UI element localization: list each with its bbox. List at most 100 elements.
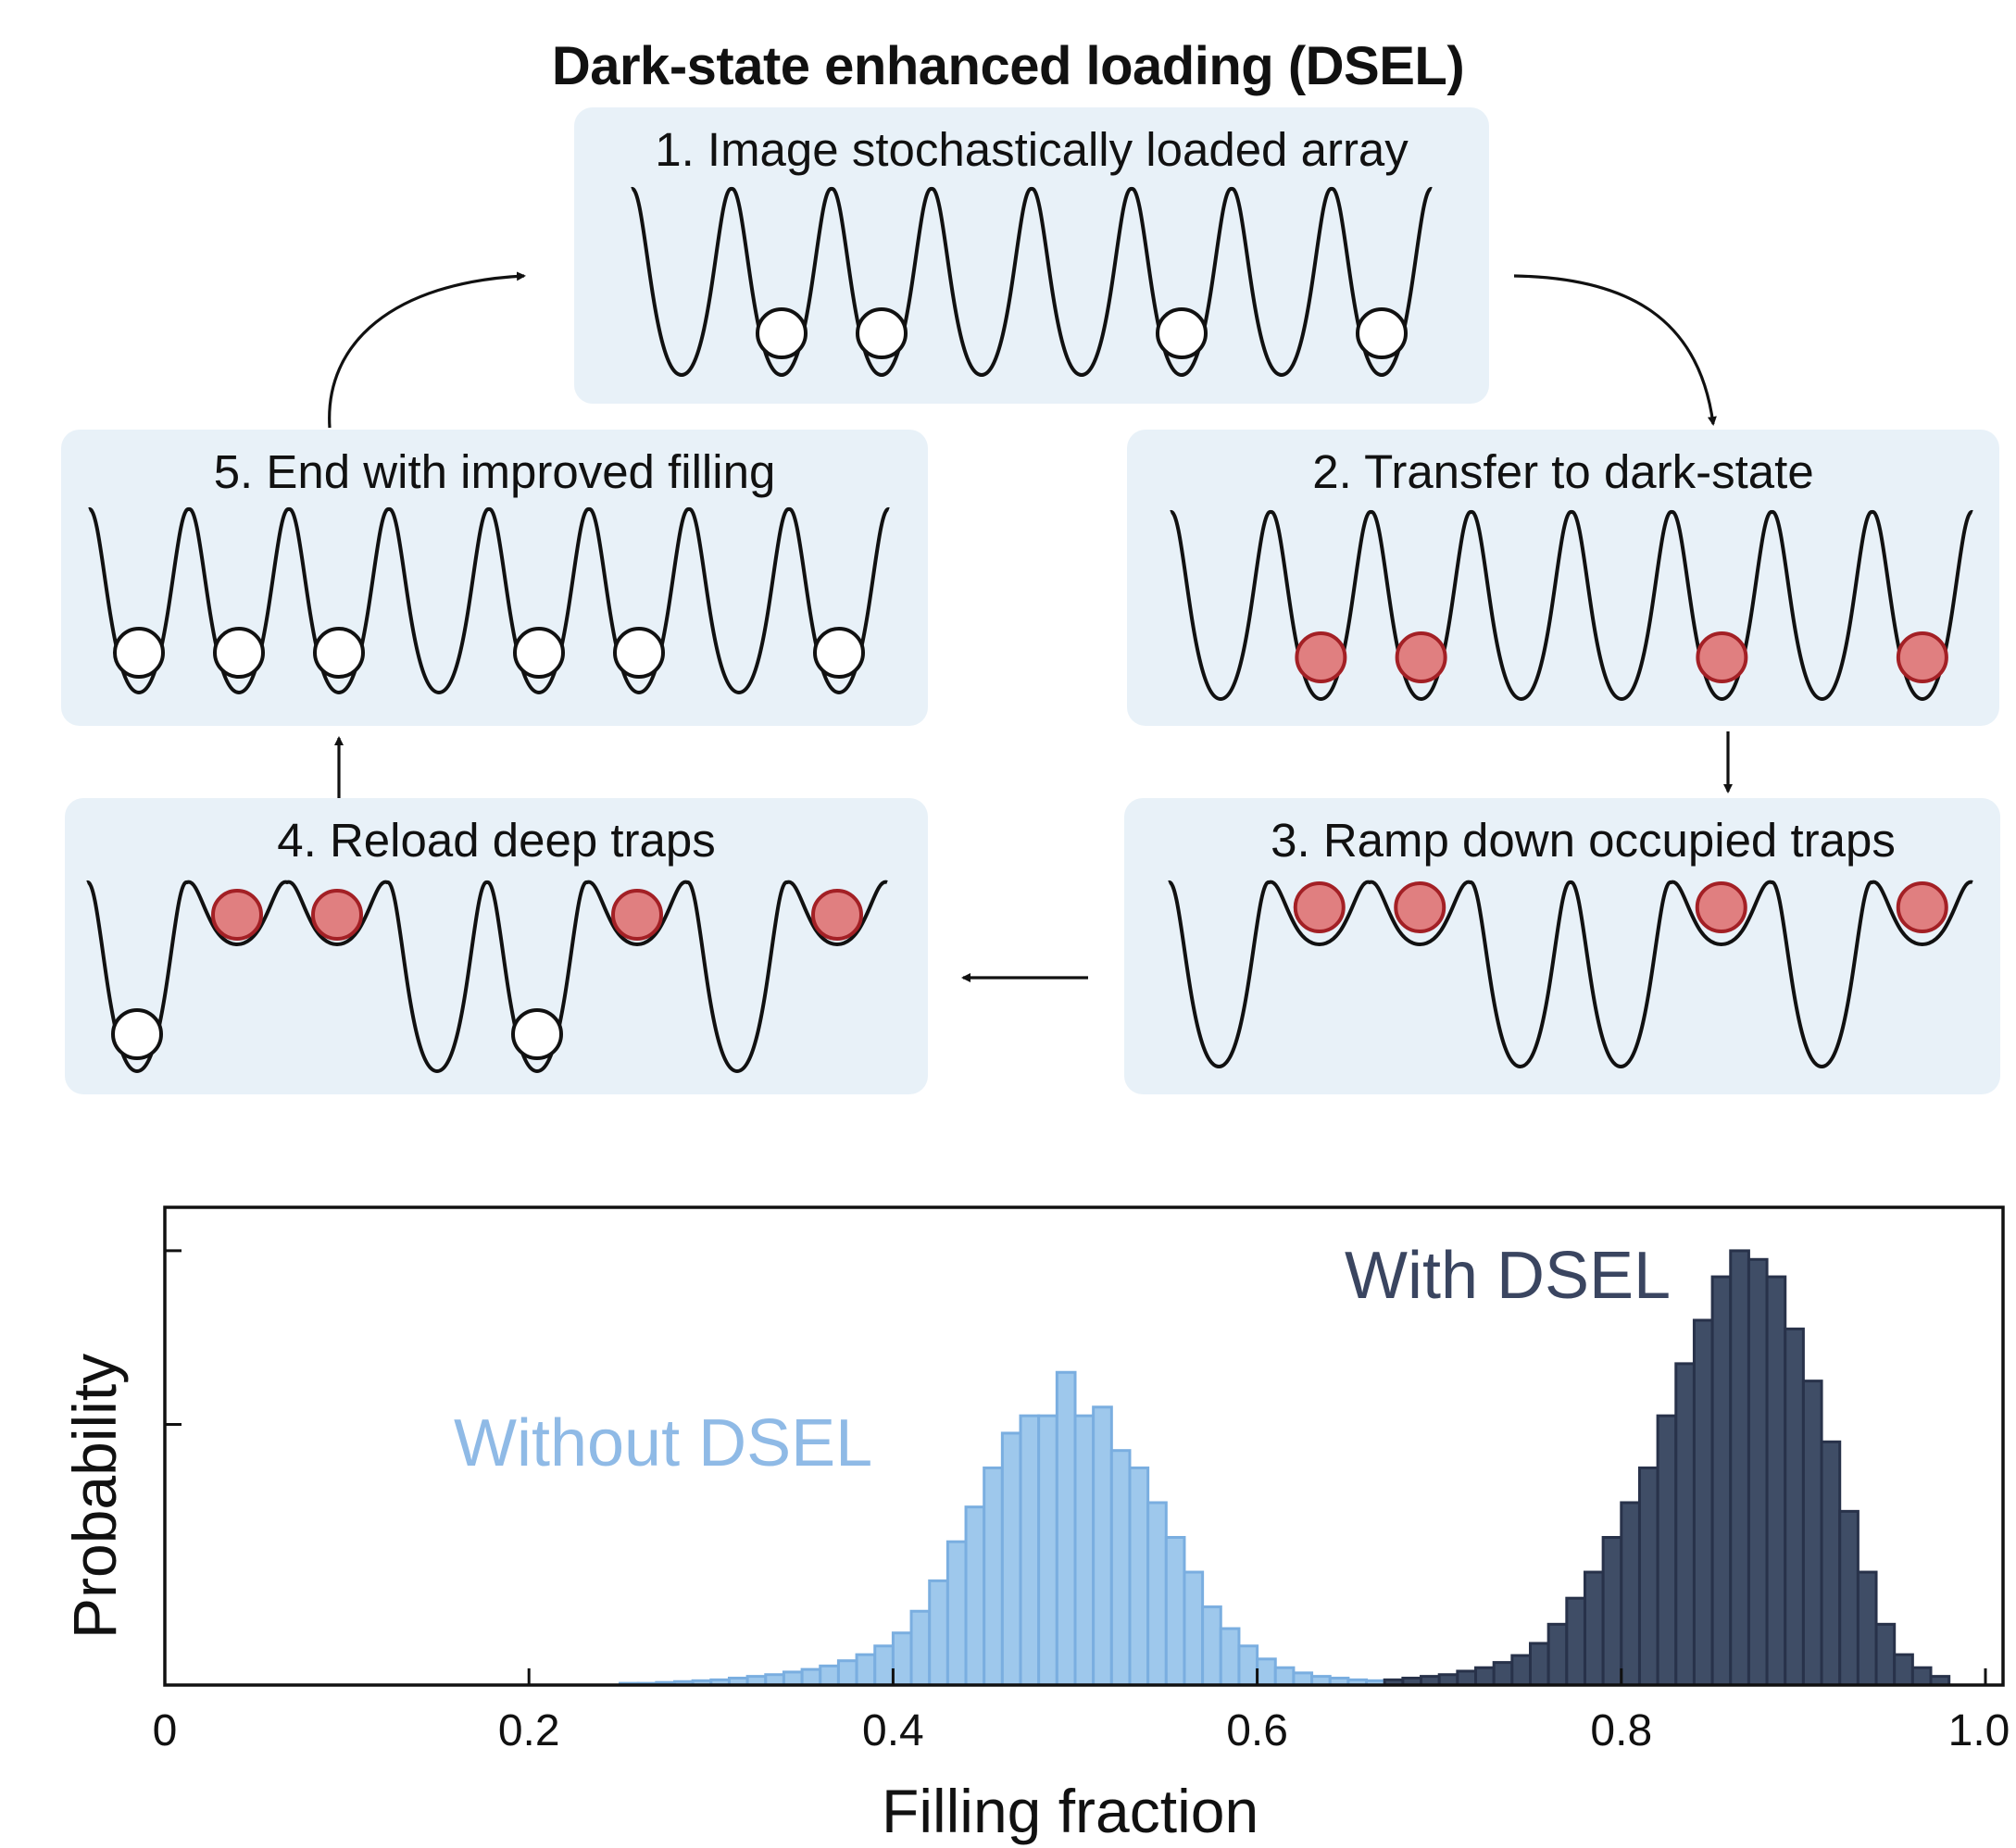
histogram-bar-with-15: [1656, 1414, 1678, 1687]
series-label-without: Without DSEL: [454, 1406, 873, 1480]
figure-title: Dark-state enhanced loading (DSEL): [551, 36, 1465, 96]
atom-step5-5: [813, 627, 865, 679]
potential-step-5: [87, 506, 891, 695]
atom-step1-2: [1156, 307, 1208, 359]
atom-step2-0: [1295, 631, 1347, 683]
histogram-bar-without-31: [1183, 1570, 1205, 1687]
histogram-bar-without-32: [1201, 1605, 1222, 1687]
histogram-bar-without-16: [909, 1609, 932, 1687]
histogram-bar-with-27: [1874, 1622, 1897, 1687]
atom-step1-1: [856, 307, 908, 359]
histogram-bar-without-33: [1219, 1627, 1241, 1687]
histogram-bar-without-15: [891, 1631, 913, 1687]
atom-step5-3: [513, 627, 565, 679]
step-5-label: 5. End with improved filling: [213, 445, 776, 498]
histogram-bar-without-19: [964, 1505, 986, 1687]
histogram-bar-without-29: [1146, 1501, 1168, 1687]
step-panel-1: 1. Image stochastically loaded array: [574, 107, 1489, 404]
atom-step4-dark-3: [811, 889, 863, 941]
trap-diagram: [85, 186, 1974, 1074]
histogram-bar-without-11: [819, 1664, 840, 1687]
atom-step1-3: [1356, 307, 1408, 359]
series-label-with: With DSEL: [1345, 1239, 1672, 1313]
potential-step-2: [1169, 509, 1974, 702]
histogram-bar-with-7: [1510, 1654, 1532, 1687]
histogram-bar-without-28: [1128, 1466, 1150, 1687]
histogram-bar-with-8: [1529, 1642, 1550, 1687]
histogram-bar-with-28: [1893, 1653, 1914, 1687]
step-1-label: 1. Image stochastically loaded array: [655, 123, 1409, 176]
histogram-bar-without-14: [873, 1644, 895, 1687]
plot-frame: [163, 1205, 2005, 1687]
step-panel-3: 3. Ramp down occupied traps: [1124, 798, 2000, 1094]
atom-step1-0: [756, 307, 808, 359]
histogram-bar-with-25: [1838, 1509, 1859, 1687]
step-panel-2: 2. Transfer to dark-state: [1127, 430, 1999, 726]
x-tick-label-1: 0.2: [497, 1706, 560, 1755]
histogram-bar-with-18: [1710, 1275, 1733, 1687]
histogram-bar-without-13: [855, 1653, 877, 1687]
histogram-bar-with-12: [1601, 1536, 1623, 1687]
atom-step5-0: [113, 627, 165, 679]
histogram-bar-with-4: [1456, 1669, 1478, 1687]
histogram-bar-without-10: [800, 1667, 822, 1687]
histogram-bar-with-14: [1637, 1466, 1659, 1687]
atom-step5-1: [213, 627, 265, 679]
atom-step3-1: [1394, 881, 1446, 933]
step-3-label: 3. Ramp down occupied traps: [1271, 814, 1896, 867]
histogram-bar-without-24: [1055, 1370, 1077, 1687]
step-4-label: 4. Reload deep traps: [277, 814, 716, 867]
atom-step3-3: [1896, 881, 1948, 933]
histogram-bar-without-22: [1019, 1414, 1041, 1687]
histogram-bar-without-37: [1292, 1671, 1314, 1687]
histogram-bar-with-22: [1784, 1327, 1805, 1687]
histogram-bar-with-26: [1856, 1570, 1878, 1687]
potential-step-4: [85, 880, 888, 1074]
arrow-5-to-1: [328, 271, 526, 429]
histogram-bar-with-23: [1801, 1380, 1823, 1687]
histogram-bar-without-34: [1237, 1644, 1259, 1687]
histogram-bar-with-10: [1565, 1596, 1586, 1687]
histogram-bar-without-12: [836, 1659, 858, 1687]
potential-step-1: [630, 186, 1434, 378]
histogram-bar-without-25: [1073, 1414, 1096, 1687]
atom-step4-bright-1: [511, 1008, 563, 1060]
histogram-bar-with-16: [1674, 1362, 1696, 1687]
potential-step-3: [1167, 880, 1973, 1069]
step-panel-4: 4. Reload deep traps: [65, 798, 928, 1094]
histogram-bar-without-36: [1273, 1666, 1296, 1687]
atom-step2-2: [1696, 631, 1748, 683]
histogram-bar-with-13: [1620, 1501, 1641, 1687]
histogram-bar-with-29: [1910, 1666, 1933, 1687]
histogram-bar-without-18: [945, 1540, 968, 1687]
arrow-1-to-2: [1513, 274, 1717, 426]
atom-step3-2: [1695, 881, 1747, 933]
histogram-bar-without-23: [1037, 1414, 1058, 1687]
histogram-bar-without-35: [1256, 1657, 1277, 1687]
histogram-bar-with-19: [1729, 1249, 1750, 1687]
histogram-bar-without-17: [928, 1579, 949, 1687]
atom-step3-0: [1293, 881, 1346, 933]
histogram-bar-without-26: [1092, 1405, 1113, 1687]
histogram-bar-without-27: [1109, 1449, 1132, 1687]
atom-step4-bright-0: [111, 1008, 163, 1060]
x-tick-label-0: 0: [152, 1706, 178, 1755]
step-2-label: 2. Transfer to dark-state: [1312, 445, 1814, 498]
histogram-bar-without-30: [1164, 1536, 1186, 1687]
histogram-bar-with-9: [1546, 1622, 1569, 1687]
histogram-bar-without-9: [782, 1670, 804, 1687]
series-with-dsel: [1383, 1249, 1951, 1687]
atom-step4-dark-2: [611, 889, 663, 941]
histogram-bar-with-20: [1747, 1257, 1769, 1687]
histogram-bar-with-6: [1492, 1661, 1514, 1687]
filling-histogram: [163, 1205, 2005, 1687]
histogram-bar-with-5: [1474, 1666, 1496, 1687]
histogram-bar-with-21: [1765, 1275, 1787, 1687]
x-tick-label-5: 1.0: [1947, 1706, 2010, 1755]
histogram-bar-with-11: [1583, 1570, 1605, 1687]
x-tick-label-2: 0.4: [862, 1706, 924, 1755]
x-tick-label-4: 0.8: [1590, 1706, 1653, 1755]
histogram-bar-with-17: [1692, 1318, 1714, 1687]
atom-step5-2: [313, 627, 365, 679]
